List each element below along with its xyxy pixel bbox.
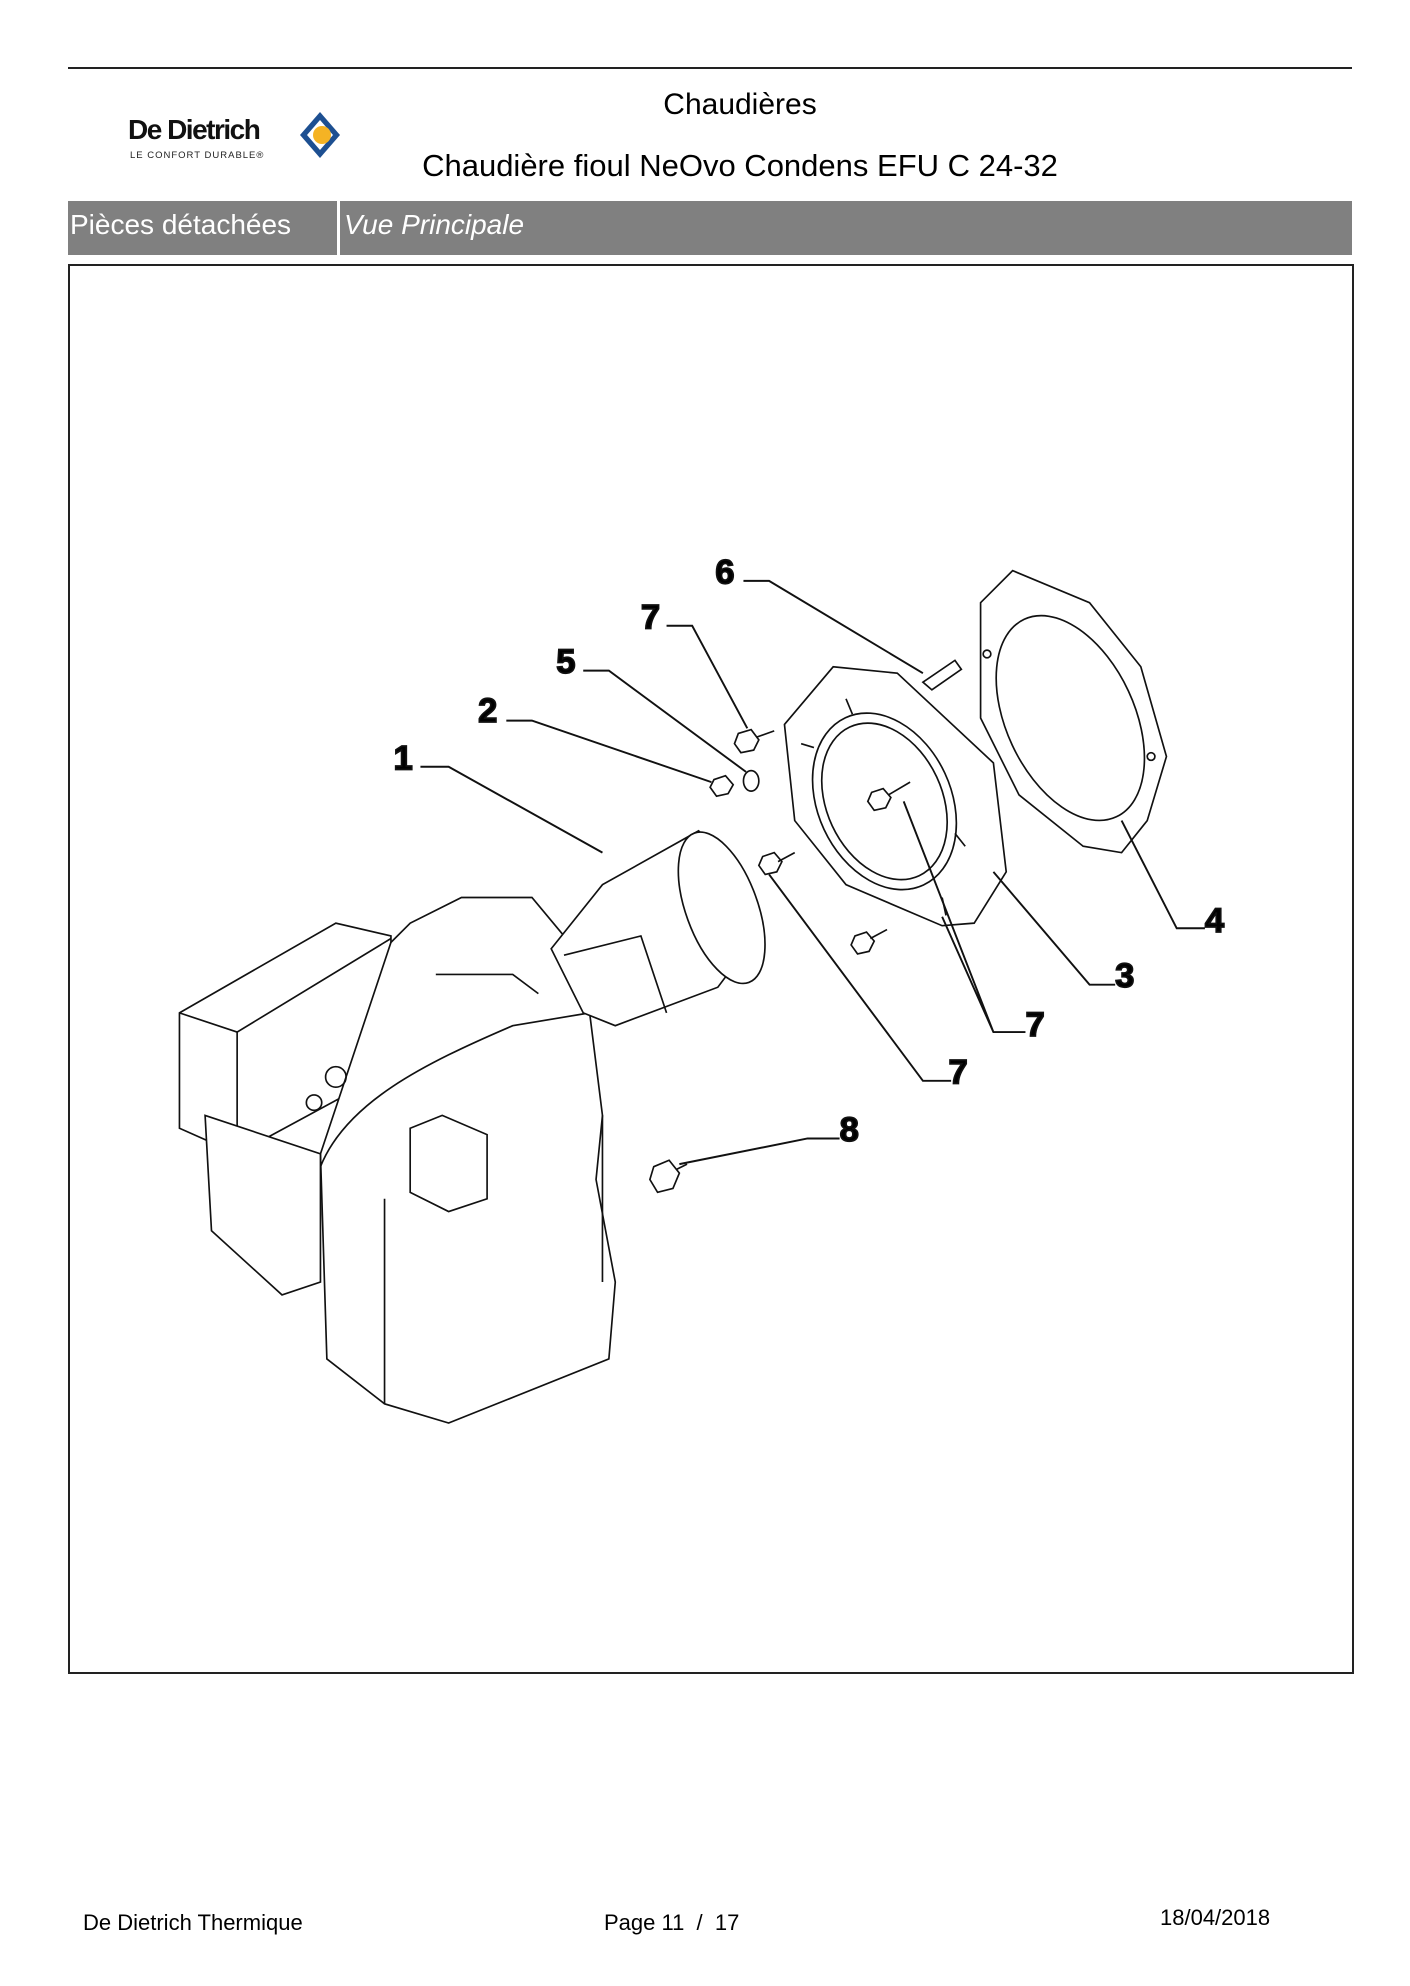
section-bar: Pièces détachées Vue Principale xyxy=(68,201,1352,255)
view-label: Vue Principale xyxy=(344,209,525,240)
logo-diamond-icon xyxy=(300,112,340,158)
callout-3: 3 xyxy=(1115,957,1134,995)
gasket-part xyxy=(979,569,1168,854)
logo-tagline: LE CONFORT DURABLE® xyxy=(130,150,265,161)
callout-7-top: 7 xyxy=(641,598,660,636)
fasteners xyxy=(648,659,963,1194)
callout-7-bottom: 7 xyxy=(949,1053,968,1091)
callout-6: 6 xyxy=(715,553,734,591)
callout-1: 1 xyxy=(394,739,413,777)
header-rule xyxy=(68,67,1352,69)
footer-company: De Dietrich Thermique xyxy=(83,1910,303,1935)
section-label: Pièces détachées xyxy=(70,209,292,240)
callout-8: 8 xyxy=(840,1111,859,1149)
product-title: Chaudière fioul NeOvo Condens EFU C 24-3… xyxy=(422,148,1058,183)
logo-brand: De Dietrich xyxy=(128,114,261,145)
footer-page-number: Page 11 / 17 xyxy=(604,1910,740,1935)
bar-divider xyxy=(337,201,340,255)
burner-assembly xyxy=(178,896,617,1424)
callout-5: 5 xyxy=(556,643,575,681)
diagram-frame xyxy=(68,264,1354,1674)
leader-lines xyxy=(420,579,1205,1166)
flange-part xyxy=(783,665,1008,927)
category-title: Chaudières xyxy=(663,88,817,121)
callout-7-right: 7 xyxy=(1025,1006,1044,1044)
callout-4: 4 xyxy=(1205,902,1225,940)
blast-tube xyxy=(550,829,766,1027)
footer-date: 18/04/2018 xyxy=(1160,1905,1271,1930)
de-dietrich-logo: De Dietrich LE CONFORT DURABLE® xyxy=(128,110,343,166)
callout-2: 2 xyxy=(478,692,497,730)
